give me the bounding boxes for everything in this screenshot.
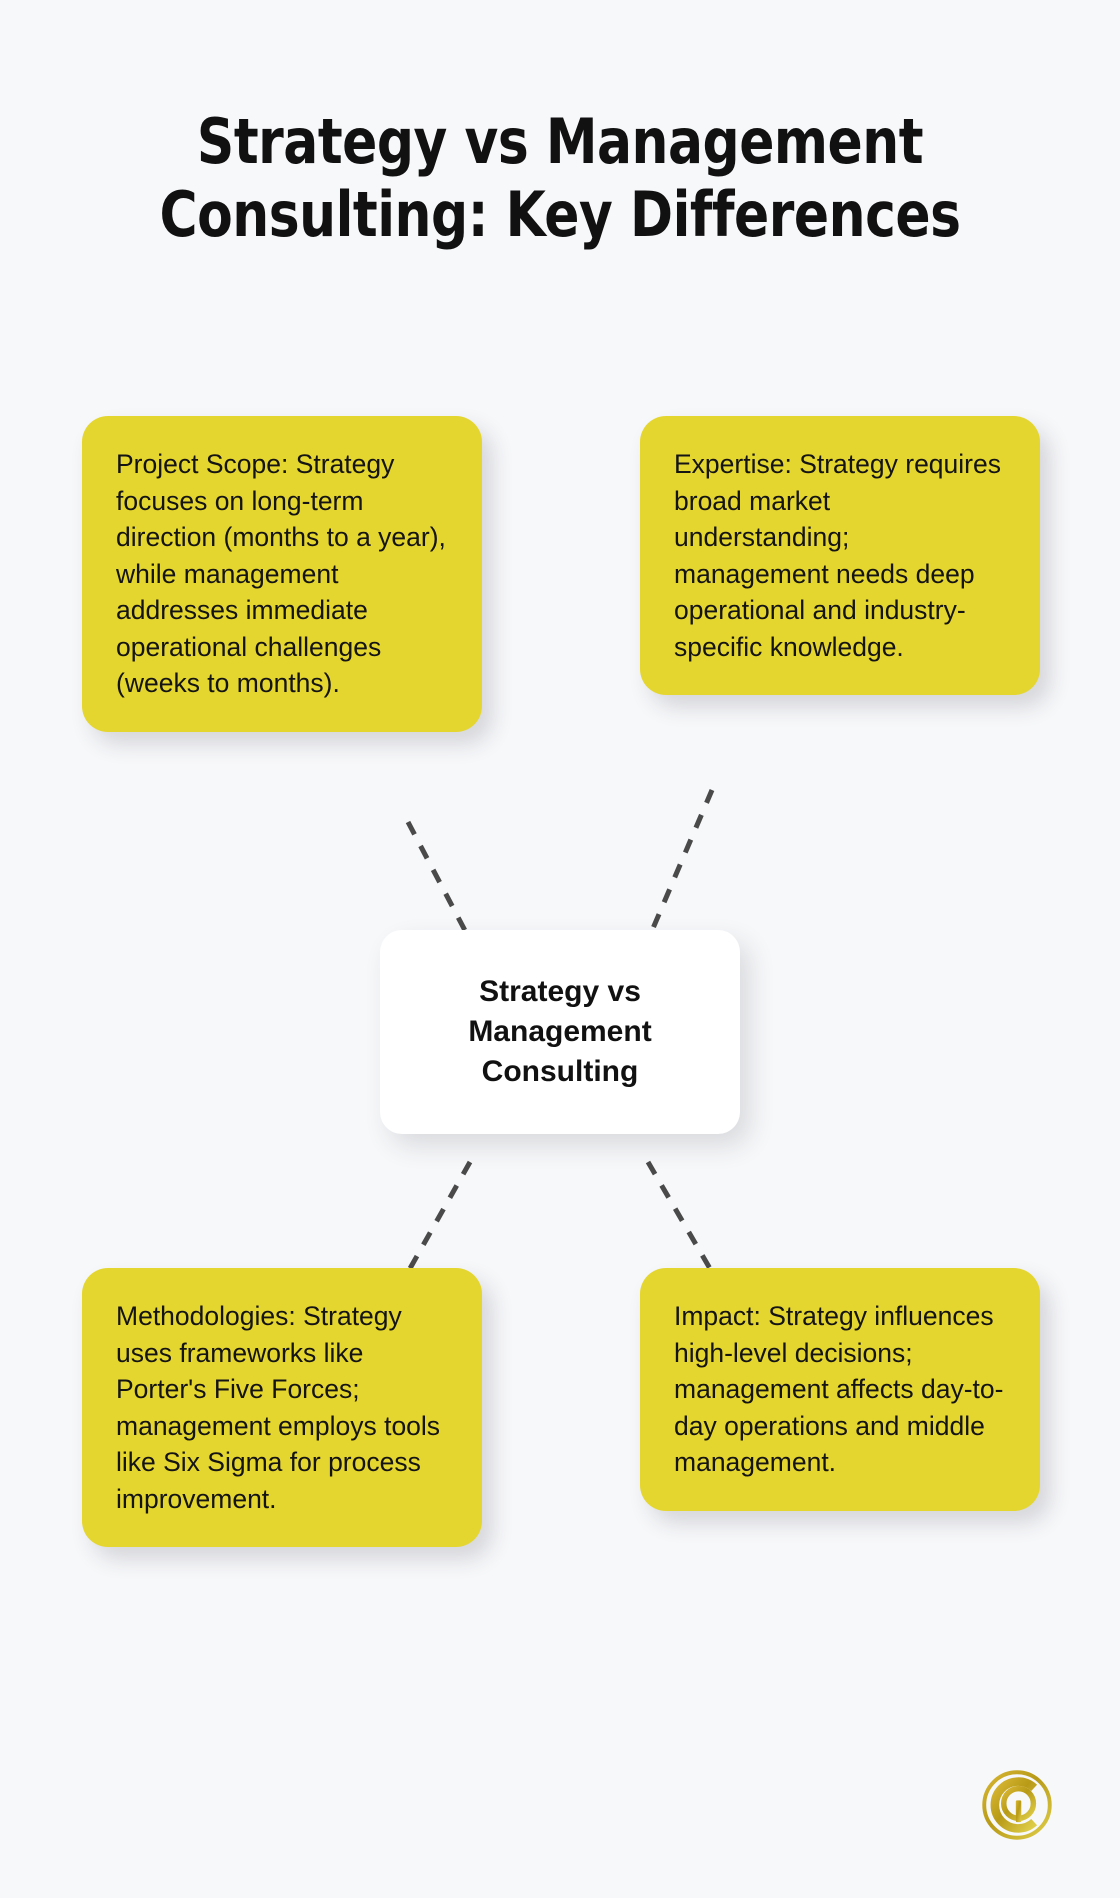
card-methodologies[interactable]: Methodologies: Strategy uses frameworks … <box>82 1268 482 1548</box>
page-title: Strategy vs Management Consulting: Key D… <box>39 105 1081 251</box>
connector-top-left <box>405 820 473 942</box>
center-node-line-2: Management <box>468 1014 652 1048</box>
card-impact-text: Impact: Strategy influences high-level d… <box>674 1301 1004 1478</box>
card-expertise[interactable]: Expertise: Strategy requires broad marke… <box>640 416 1040 696</box>
card-project-scope[interactable]: Project Scope: Strategy focuses on long-… <box>82 416 482 732</box>
card-expertise-text: Expertise: Strategy requires broad marke… <box>674 449 1001 662</box>
card-impact[interactable]: Impact: Strategy influences high-level d… <box>640 1268 1040 1511</box>
connector-bottom-right <box>645 1160 715 1274</box>
center-node-line-1: Strategy vs <box>479 975 641 1008</box>
center-node-line-3: Consulting <box>481 1054 639 1088</box>
connector-bottom-left <box>405 1160 473 1274</box>
connector-top-right <box>645 789 715 941</box>
page-title-line-1: Strategy vs Management <box>196 105 924 178</box>
center-node[interactable]: Strategy vs Management Consulting <box>380 930 740 1134</box>
card-project-scope-text: Project Scope: Strategy focuses on long-… <box>116 449 446 699</box>
cq-monogram-logo-icon <box>982 1770 1052 1840</box>
card-methodologies-text: Methodologies: Strategy uses frameworks … <box>116 1301 441 1514</box>
page-title-line-2: Consulting: Key Differences <box>159 178 961 252</box>
